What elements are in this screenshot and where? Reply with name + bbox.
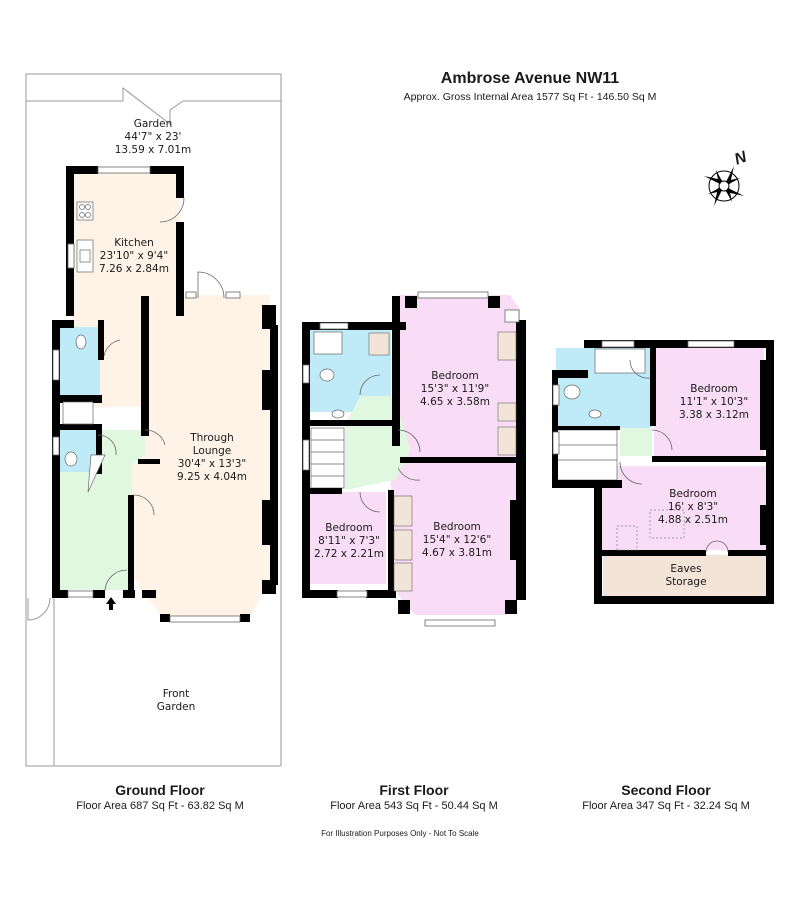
room-dimensions-imperial: 30'4" x 13'3" (177, 458, 247, 470)
room-label-bedroom-2: Bedroom 8'11" x 7'3" 2.72 x 2.21m (314, 522, 384, 561)
second-floor-plan (552, 340, 774, 604)
room-name: Front Garden (156, 688, 196, 713)
room-name: Bedroom (325, 522, 373, 534)
room-dimensions-metric: 13.59 x 7.01m (114, 144, 192, 156)
ground-floor-caption: Ground Floor Floor Area 687 Sq Ft - 63.8… (76, 782, 244, 812)
room-name: Kitchen (114, 237, 154, 249)
room-dimensions-imperial: 23'10" x 9'4" (99, 250, 169, 262)
room-name: Eaves Storage (665, 563, 707, 588)
room-label-kitchen: Kitchen 23'10" x 9'4" 7.26 x 2.84m (99, 237, 169, 276)
room-dimensions-imperial: 15'4" x 12'6" (422, 534, 492, 546)
room-label-bedroom-5: Bedroom 16' x 8'3" 4.88 x 2.51m (658, 488, 728, 527)
room-label-bedroom-4: Bedroom 11'1" x 10'3" 3.38 x 3.12m (679, 383, 749, 422)
room-label-bedroom-3: Bedroom 15'4" x 12'6" 4.67 x 3.81m (422, 521, 492, 560)
room-name: Bedroom (433, 521, 481, 533)
first-floor-caption: First Floor Floor Area 543 Sq Ft - 50.44… (330, 782, 498, 812)
room-name: Bedroom (690, 383, 738, 395)
room-dimensions-imperial: 15'3" x 11'9" (420, 383, 490, 395)
room-dimensions-metric: 9.25 x 4.04m (177, 471, 247, 483)
room-name: Through Lounge (190, 432, 234, 457)
room-name: Bedroom (669, 488, 717, 500)
room-label-through-lounge: Through Lounge 30'4" x 13'3" 9.25 x 4.04… (172, 432, 252, 484)
room-dimensions-metric: 4.88 x 2.51m (658, 514, 728, 526)
room-label-garden: Garden 44'7" x 23' 13.59 x 7.01m (115, 118, 192, 157)
room-dimensions-metric: 7.26 x 2.84m (99, 263, 169, 275)
room-name: Bedroom (431, 370, 479, 382)
ground-floor-plan (25, 73, 282, 767)
room-dimensions-imperial: 16' x 8'3" (667, 501, 719, 513)
first-floor-plan (302, 291, 526, 627)
room-label-eaves-storage: Eaves Storage (661, 563, 711, 589)
floor-name: Ground Floor (115, 782, 205, 798)
room-name: Garden (133, 118, 173, 130)
property-title: Ambrose Avenue NW11 (440, 70, 620, 87)
compass-rose-icon (704, 166, 744, 206)
floor-name: First Floor (379, 782, 449, 798)
room-label-front-garden: Front Garden (151, 688, 201, 714)
floor-area: Floor Area 347 Sq Ft - 32.24 Sq M (582, 800, 750, 812)
floor-name: Second Floor (621, 782, 711, 798)
room-dimensions-metric: 4.67 x 3.81m (422, 547, 492, 559)
room-dimensions-metric: 2.72 x 2.21m (314, 548, 384, 560)
plan-header: Ambrose Avenue NW11 Approx. Gross Intern… (380, 70, 680, 103)
room-dimensions-imperial: 11'1" x 10'3" (679, 396, 749, 408)
room-dimensions-metric: 4.65 x 3.58m (420, 396, 490, 408)
floor-area: Floor Area 687 Sq Ft - 63.82 Sq M (76, 800, 244, 812)
room-dimensions-imperial: 8'11" x 7'3" (318, 535, 380, 547)
second-floor-caption: Second Floor Floor Area 347 Sq Ft - 32.2… (582, 782, 750, 812)
room-dimensions-metric: 3.38 x 3.12m (679, 409, 749, 421)
disclaimer: For Illustration Purposes Only - Not To … (321, 829, 479, 838)
room-label-bedroom-1: Bedroom 15'3" x 11'9" 4.65 x 3.58m (420, 370, 490, 409)
room-dimensions-imperial: 44'7" x 23' (124, 131, 182, 143)
gross-area: Approx. Gross Internal Area 1577 Sq Ft -… (403, 91, 657, 103)
floor-area: Floor Area 543 Sq Ft - 50.44 Sq M (330, 800, 498, 812)
